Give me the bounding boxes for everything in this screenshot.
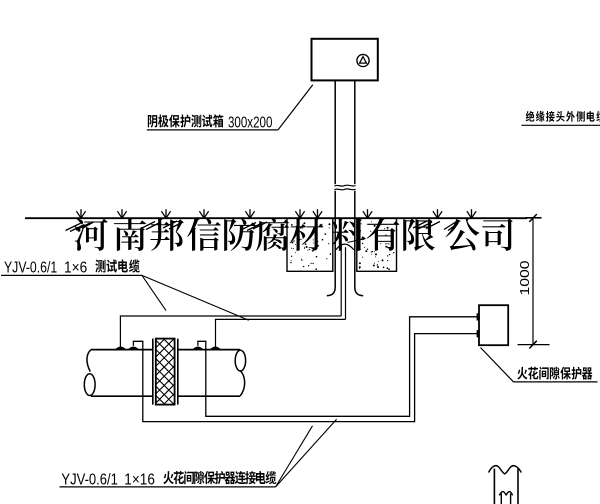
- svg-text:YJV-0.6/1: YJV-0.6/1: [4, 260, 57, 277]
- svg-text:1×6: 1×6: [64, 260, 87, 277]
- svg-text:YJV-0.6/1: YJV-0.6/1: [61, 471, 118, 488]
- svg-text:1000: 1000: [518, 260, 532, 295]
- svg-text:300x200: 300x200: [228, 115, 272, 132]
- svg-text:1×16: 1×16: [124, 471, 155, 488]
